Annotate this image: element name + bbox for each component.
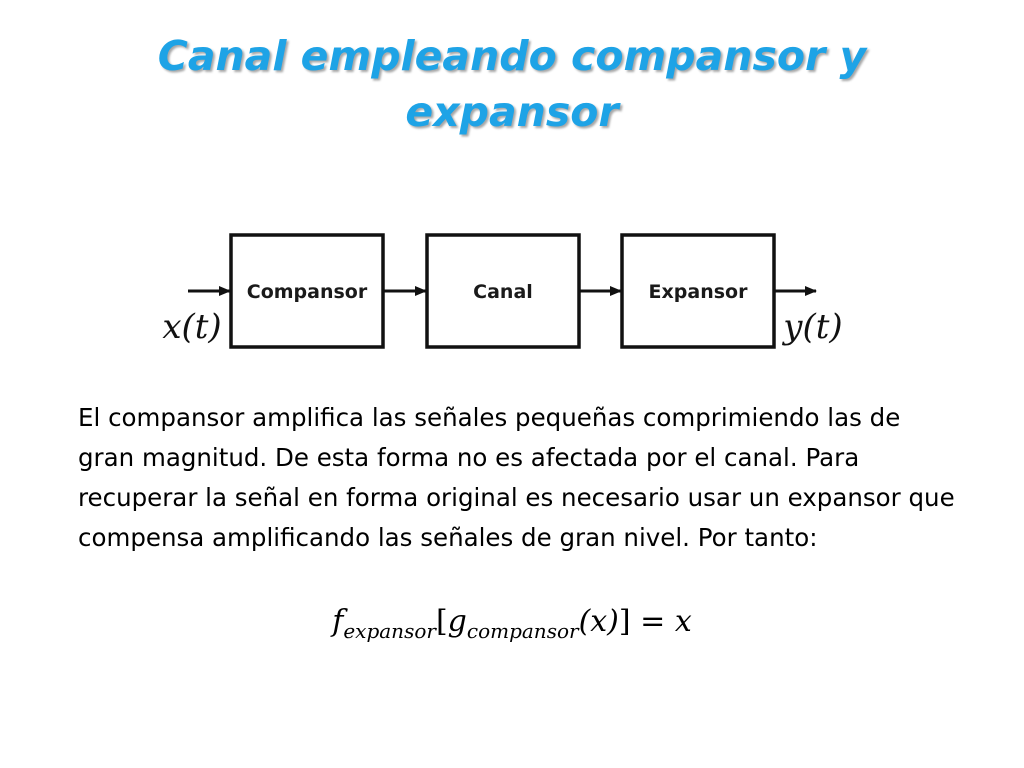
eq-rhs: x bbox=[674, 604, 692, 639]
eq-f: f bbox=[332, 604, 344, 639]
compansor-label: Compansor bbox=[247, 281, 368, 303]
canal-block bbox=[425, 233, 581, 349]
body-paragraph: El compansor amplifica las señales peque… bbox=[78, 403, 955, 552]
title-line-2: expansor bbox=[405, 88, 619, 136]
eq-close-bracket: ] bbox=[618, 604, 631, 639]
eq-g-subscript: compansor bbox=[466, 619, 579, 643]
slide-title: Canal empleando compansor y expansor bbox=[0, 28, 1024, 140]
eq-f-subscript: expansor bbox=[343, 619, 436, 643]
expansor-label: Expansor bbox=[649, 281, 749, 303]
output-signal-label: y(t) bbox=[781, 307, 842, 347]
expansor-block bbox=[620, 233, 776, 349]
block-diagram: Compansor Canal Expansor x(t) y(t) bbox=[162, 233, 843, 349]
title-line-1: Canal empleando compansor y bbox=[157, 32, 867, 80]
canal-label: Canal bbox=[473, 281, 533, 303]
input-signal-label: x(t) bbox=[162, 307, 221, 347]
eq-open-bracket: [ bbox=[435, 604, 448, 639]
eq-argument: (x) bbox=[578, 604, 619, 639]
eq-equals: = bbox=[630, 604, 675, 639]
compansor-block bbox=[229, 233, 385, 349]
eq-g: g bbox=[447, 604, 467, 639]
compander-equation: fexpansor[gcompansor(x)] = x bbox=[0, 604, 1024, 643]
